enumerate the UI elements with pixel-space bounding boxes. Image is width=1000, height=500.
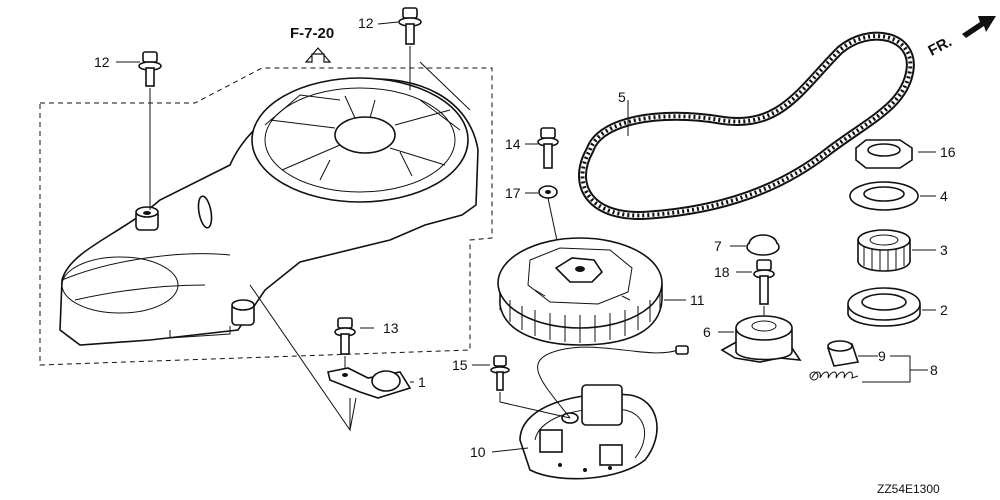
- callout-3: 3: [940, 242, 948, 258]
- spring-8: [809, 371, 859, 381]
- bolt-12-top: [398, 7, 471, 111]
- callout-9: 9: [878, 348, 886, 364]
- callout-17: 17: [505, 185, 521, 201]
- screw-15: [490, 355, 510, 402]
- tensioner-6: [720, 315, 802, 363]
- callout-10: 10: [470, 444, 486, 460]
- leader-lines: [116, 21, 936, 453]
- plate-2: [847, 287, 921, 327]
- callout-15: 15: [452, 357, 468, 373]
- callout-2: 2: [940, 302, 948, 318]
- timing-belt: [578, 31, 915, 220]
- callout-12-left: 12: [94, 54, 110, 70]
- bracket-part-1: [327, 367, 412, 399]
- callout-7: 7: [714, 238, 722, 254]
- drawing-code: ZZ54E1300: [877, 482, 940, 496]
- reference-label: F-7-20: [290, 25, 334, 42]
- reference-arrow: [304, 47, 332, 63]
- flywheel-11: [497, 237, 663, 346]
- callout-1: 1: [418, 374, 426, 390]
- callout-4: 4: [940, 188, 948, 204]
- bolt-18: [753, 259, 775, 318]
- callout-18: 18: [714, 264, 730, 280]
- cover-to-bracket-lead: [249, 284, 357, 432]
- belt-cover: [59, 77, 479, 346]
- cap-7: [746, 234, 780, 256]
- callout-5: 5: [618, 89, 626, 105]
- ignition-base-10: [499, 345, 689, 480]
- assembly-boundary: [39, 67, 493, 366]
- callout-6: 6: [703, 324, 711, 340]
- bolt-14: [537, 127, 559, 169]
- nut-16: [855, 139, 913, 169]
- callout-14: 14: [505, 136, 521, 152]
- front-direction-arrow: [962, 16, 996, 38]
- front-direction-label: FR.: [925, 33, 954, 59]
- callout-11: 11: [690, 292, 705, 308]
- callout-13: 13: [383, 320, 399, 336]
- callout-16: 16: [940, 144, 956, 160]
- washer-4: [849, 181, 919, 211]
- callout-12-top: 12: [358, 15, 374, 31]
- collar-9: [826, 340, 860, 367]
- washer-17: [538, 185, 561, 256]
- bolt-13: [334, 317, 356, 368]
- bolt-12-left: [138, 51, 162, 210]
- gear-3: [857, 229, 911, 272]
- callout-8: 8: [930, 362, 938, 378]
